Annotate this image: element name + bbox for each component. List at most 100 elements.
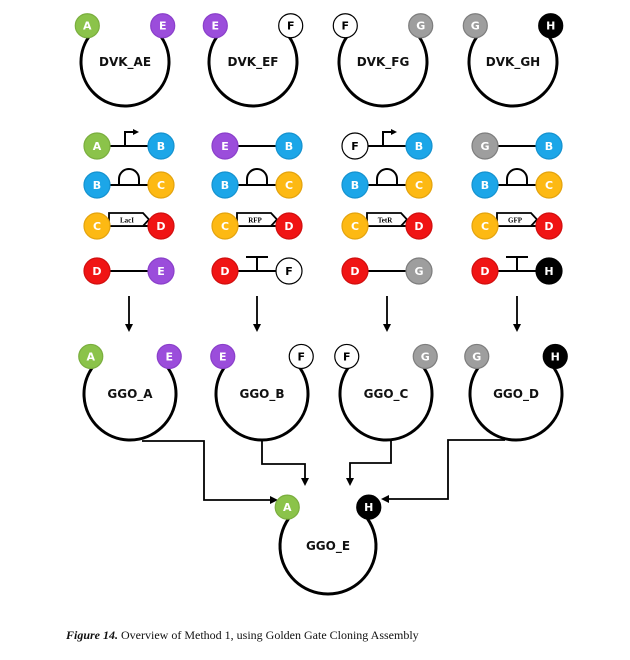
site-letter: H: [364, 501, 373, 514]
site-letter: G: [414, 265, 423, 278]
site-circle: [210, 343, 236, 370]
left-overhang-a: A: [83, 132, 111, 160]
site-letter: E: [212, 20, 220, 33]
right-overhang-b: B: [275, 132, 303, 160]
right-overhang-e: E: [156, 343, 182, 370]
site-letter: B: [351, 179, 359, 192]
site-letter: D: [284, 220, 293, 233]
left-overhang-g: G: [464, 343, 490, 370]
site-circle: [341, 171, 369, 199]
right-overhang-g: G: [405, 257, 433, 285]
site-circle: [538, 13, 564, 39]
site-circle: [471, 257, 499, 285]
site-letter: H: [544, 265, 553, 278]
site-letter: A: [283, 501, 292, 514]
left-overhang-d: D: [471, 257, 499, 285]
plasmid-name: DVK_EF: [228, 55, 279, 70]
right-overhang-b: B: [147, 132, 175, 160]
site-letter: G: [416, 20, 425, 33]
site-letter: B: [415, 140, 423, 153]
site-letter: D: [350, 265, 359, 278]
site-letter: C: [415, 179, 423, 192]
site-letter: D: [414, 220, 423, 233]
site-letter: D: [544, 220, 553, 233]
connector-ggo-c: [346, 441, 392, 486]
plasmid-name: DVK_GH: [486, 55, 540, 70]
rbs-icon: [506, 168, 528, 185]
connector-ggo-b: [261, 441, 309, 486]
site-circle: [83, 212, 111, 240]
plasmid-backbone: [278, 514, 378, 596]
left-overhang-c: C: [471, 212, 499, 240]
plasmid-backbone: [79, 32, 171, 108]
site-circle: [275, 212, 303, 240]
site-circle: [341, 212, 369, 240]
site-circle: [464, 343, 490, 370]
cds-label: LacI: [120, 217, 134, 225]
right-overhang-h: H: [542, 343, 568, 370]
rbs-icon: [376, 168, 398, 185]
part-cds-cd: TetR C D: [341, 212, 433, 240]
site-circle: [462, 13, 488, 39]
site-letter: B: [481, 179, 489, 192]
site-circle: [211, 171, 239, 199]
site-letter: D: [480, 265, 489, 278]
site-letter: F: [343, 350, 351, 363]
site-circle: [83, 132, 111, 160]
left-overhang-d: D: [83, 257, 111, 285]
cds-label: GFP: [508, 217, 523, 225]
site-circle: [334, 343, 360, 370]
connector-ggo-a: [142, 440, 278, 504]
site-letter: A: [83, 20, 92, 33]
site-letter: B: [157, 140, 165, 153]
left-overhang-a: A: [74, 13, 100, 39]
site-circle: [83, 171, 111, 199]
left-overhang-c: C: [211, 212, 239, 240]
site-letter: B: [285, 140, 293, 153]
site-circle: [274, 494, 300, 520]
right-overhang-g: G: [408, 13, 434, 39]
plasmid-backbone: [207, 32, 299, 108]
site-circle: [405, 171, 433, 199]
right-overhang-f: F: [288, 343, 314, 370]
right-overhang-f: F: [275, 257, 303, 285]
cds-arrow-icon: [236, 212, 279, 227]
site-letter: D: [92, 265, 101, 278]
site-letter: H: [546, 20, 555, 33]
site-letter: A: [87, 350, 96, 363]
rbs-icon: [118, 168, 140, 185]
plasmid-name: GGO_D: [493, 387, 539, 402]
site-letter: E: [157, 265, 165, 278]
caption-text: Overview of Method 1, using Golden Gate …: [118, 628, 419, 642]
site-circle: [332, 13, 358, 39]
site-circle: [78, 343, 104, 370]
site-letter: H: [551, 350, 560, 363]
site-letter: E: [165, 350, 173, 363]
left-overhang-c: C: [341, 212, 369, 240]
cds-label: TetR: [378, 217, 393, 225]
left-overhang-d: D: [341, 257, 369, 285]
site-letter: C: [221, 220, 229, 233]
site-letter: E: [219, 350, 227, 363]
site-circle: [535, 212, 563, 240]
site-letter: B: [93, 179, 101, 192]
plasmid-backbone: [467, 32, 559, 108]
site-circle: [535, 132, 563, 160]
promoter-arrow-icon: [124, 129, 139, 146]
left-overhang-g: G: [462, 13, 488, 39]
site-letter: E: [221, 140, 229, 153]
site-circle: [408, 13, 434, 39]
left-overhang-f: F: [341, 132, 369, 160]
site-letter: C: [93, 220, 101, 233]
site-letter: D: [220, 265, 229, 278]
site-letter: C: [351, 220, 359, 233]
site-circle: [471, 212, 499, 240]
plasmid-backbone: [214, 363, 310, 442]
